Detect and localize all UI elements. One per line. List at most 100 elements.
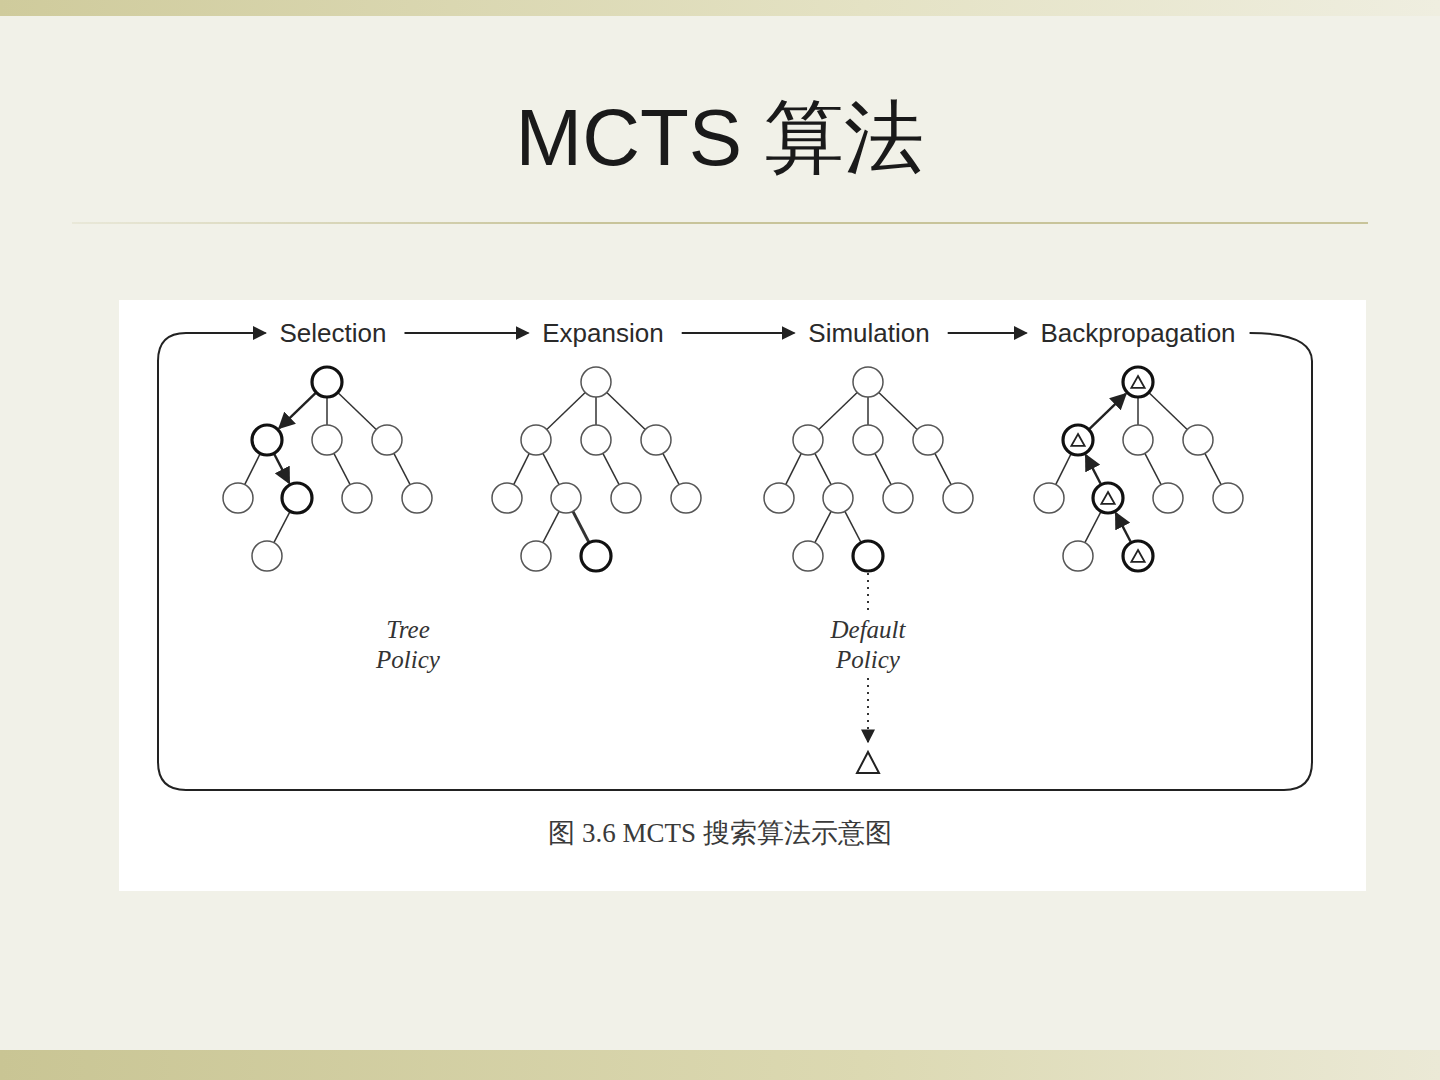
search-tree bbox=[1034, 367, 1243, 571]
search-tree bbox=[492, 367, 701, 571]
tree-node bbox=[823, 483, 853, 513]
tree-node bbox=[372, 425, 402, 455]
tree-edge bbox=[394, 453, 410, 484]
tree-node bbox=[1183, 425, 1213, 455]
tree-node bbox=[551, 483, 581, 513]
result-triangle bbox=[1131, 376, 1144, 388]
tree-edge bbox=[786, 453, 802, 484]
tree-edge bbox=[543, 453, 559, 484]
search-tree bbox=[223, 367, 432, 571]
tree-node bbox=[641, 425, 671, 455]
stage-label: Simulation bbox=[804, 316, 933, 351]
tree-edge bbox=[879, 392, 917, 429]
tree-node bbox=[943, 483, 973, 513]
figure-caption: 图 3.6 MCTS 搜索算法示意图 bbox=[0, 815, 1440, 851]
tree-node bbox=[1063, 541, 1093, 571]
policy-label: Tree Policy bbox=[351, 615, 465, 675]
result-triangle bbox=[1071, 434, 1084, 446]
tree-edge bbox=[595, 397, 597, 425]
tree-node bbox=[793, 541, 823, 571]
tree-edge bbox=[603, 453, 619, 484]
stage-text: Backpropagation bbox=[1040, 318, 1235, 348]
tree-edge bbox=[1137, 397, 1139, 425]
tree-node bbox=[764, 483, 794, 513]
path-arrow bbox=[1116, 513, 1131, 542]
path-arrow bbox=[1090, 394, 1126, 429]
tree-edge bbox=[274, 511, 290, 542]
tree-node bbox=[853, 425, 883, 455]
bottom-bar bbox=[0, 1050, 1440, 1080]
tree-node bbox=[883, 483, 913, 513]
tree-node bbox=[252, 541, 282, 571]
stage-text: Simulation bbox=[808, 318, 929, 348]
tree-edge bbox=[935, 453, 951, 484]
tree-edge bbox=[1085, 511, 1101, 542]
path-arrow bbox=[274, 454, 289, 483]
tree-node bbox=[581, 425, 611, 455]
tree-edge bbox=[326, 397, 328, 425]
stage-label: Expansion bbox=[538, 316, 667, 351]
tree-edge bbox=[334, 453, 350, 484]
tree-edge bbox=[245, 453, 261, 484]
flow-arrow bbox=[158, 333, 1312, 790]
tree-node bbox=[793, 425, 823, 455]
stage-label: Backpropagation bbox=[1036, 316, 1239, 351]
flow-arrow bbox=[682, 332, 795, 334]
tree-node bbox=[282, 483, 312, 513]
tree-node bbox=[1123, 425, 1153, 455]
tree-node bbox=[1153, 483, 1183, 513]
tree-edge bbox=[815, 453, 831, 484]
tree-edge bbox=[815, 511, 831, 542]
tree-node bbox=[1213, 483, 1243, 513]
tree-edge bbox=[607, 392, 645, 429]
tree-node bbox=[342, 483, 372, 513]
tree-node bbox=[312, 425, 342, 455]
tree-edge bbox=[573, 511, 589, 542]
title-rule bbox=[72, 222, 1368, 224]
tree-edge bbox=[1145, 453, 1161, 484]
figure-panel bbox=[119, 300, 1366, 891]
tree-node bbox=[492, 483, 522, 513]
tree-edge bbox=[1149, 392, 1187, 429]
result-triangle bbox=[1101, 492, 1114, 504]
tree-node bbox=[853, 367, 883, 397]
tree-edge bbox=[819, 392, 857, 429]
tree-node bbox=[671, 483, 701, 513]
tree-edge bbox=[663, 453, 679, 484]
top-bar bbox=[0, 0, 1440, 16]
stage-text: Selection bbox=[280, 318, 387, 348]
tree-node bbox=[402, 483, 432, 513]
tree-edge bbox=[867, 397, 869, 425]
flow-arrow bbox=[948, 332, 1027, 334]
tree-edge bbox=[875, 453, 891, 484]
tree-node bbox=[223, 483, 253, 513]
slide-title: MCTS 算法 bbox=[0, 85, 1440, 193]
tree-node bbox=[1034, 483, 1064, 513]
tree-edge bbox=[1056, 453, 1072, 484]
tree-node bbox=[521, 425, 551, 455]
terminal-triangle bbox=[857, 752, 879, 773]
tree-node bbox=[853, 541, 883, 571]
stage-label: Selection bbox=[276, 316, 391, 351]
tree-edge bbox=[845, 511, 861, 542]
tree-node bbox=[581, 367, 611, 397]
tree-node bbox=[312, 367, 342, 397]
tree-edge bbox=[1205, 453, 1221, 484]
tree-edge bbox=[543, 511, 559, 542]
tree-node bbox=[521, 541, 551, 571]
path-arrow bbox=[279, 393, 315, 428]
search-tree bbox=[764, 367, 973, 571]
flow-arrow bbox=[404, 332, 528, 334]
tree-edge bbox=[338, 392, 376, 429]
tree-node bbox=[1123, 367, 1153, 397]
tree-node bbox=[581, 541, 611, 571]
result-triangle bbox=[1131, 550, 1144, 562]
stage-text: Expansion bbox=[542, 318, 663, 348]
tree-node bbox=[1093, 483, 1123, 513]
tree-node bbox=[611, 483, 641, 513]
path-arrow bbox=[1086, 455, 1101, 484]
tree-node bbox=[1063, 425, 1093, 455]
tree-node bbox=[913, 425, 943, 455]
policy-label: Default Policy bbox=[811, 615, 925, 675]
tree-edge bbox=[514, 453, 530, 484]
